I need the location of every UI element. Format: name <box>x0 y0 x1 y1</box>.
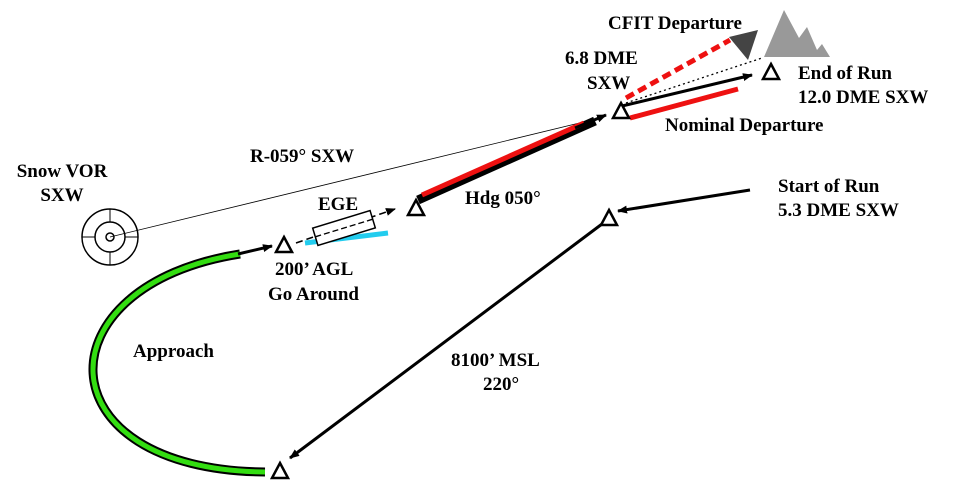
heading-220-label: 220° <box>483 374 519 395</box>
vor-station-icon <box>81 208 139 266</box>
end-run-leg <box>621 73 753 108</box>
hdg-label: Hdg 050° <box>465 188 541 209</box>
hdg-leg-red <box>420 120 586 198</box>
cfit-dashed-red <box>624 37 732 101</box>
cfit-dotted <box>625 57 763 104</box>
descent-leg <box>289 222 603 460</box>
ege-box <box>311 209 377 247</box>
return-leg <box>617 188 751 214</box>
ege-label: EGE <box>318 194 358 215</box>
vor-label-id: SXW <box>40 185 83 206</box>
start-run-label: Start of Run <box>778 176 880 197</box>
approach-label: Approach <box>133 341 214 362</box>
dme68-label: 6.8 DME <box>565 48 638 69</box>
waypoint-triangle-icon <box>269 61 782 480</box>
go-around-dashed <box>295 208 396 244</box>
cfit-label: CFIT Departure <box>608 13 742 34</box>
go-around-label: Go Around <box>268 284 359 305</box>
msl-label: 8100’ MSL <box>451 350 540 371</box>
approach-path-outline <box>88 249 266 477</box>
hdg-arrow <box>574 113 607 130</box>
end-run-label: End of Run <box>798 63 892 84</box>
approach-path <box>90 251 266 475</box>
end-run-dme-label: 12.0 DME SXW <box>798 87 928 108</box>
terrain-mountain-icon <box>764 10 830 57</box>
radial-label: R-059° SXW <box>250 146 354 167</box>
approach-arrow <box>237 244 273 256</box>
start-run-dme-label: 5.3 DME SXW <box>778 200 899 221</box>
nominal-label: Nominal Departure <box>665 115 824 136</box>
nominal-departure-red <box>629 86 739 121</box>
radial-line <box>109 117 601 238</box>
dme68-station-label: SXW <box>587 73 630 94</box>
cfit-arrow-icon <box>729 30 758 60</box>
hdg-leg-outline <box>416 116 597 205</box>
agl-label: 200’ AGL <box>275 259 353 280</box>
vor-label-name: Snow VOR <box>17 161 108 182</box>
